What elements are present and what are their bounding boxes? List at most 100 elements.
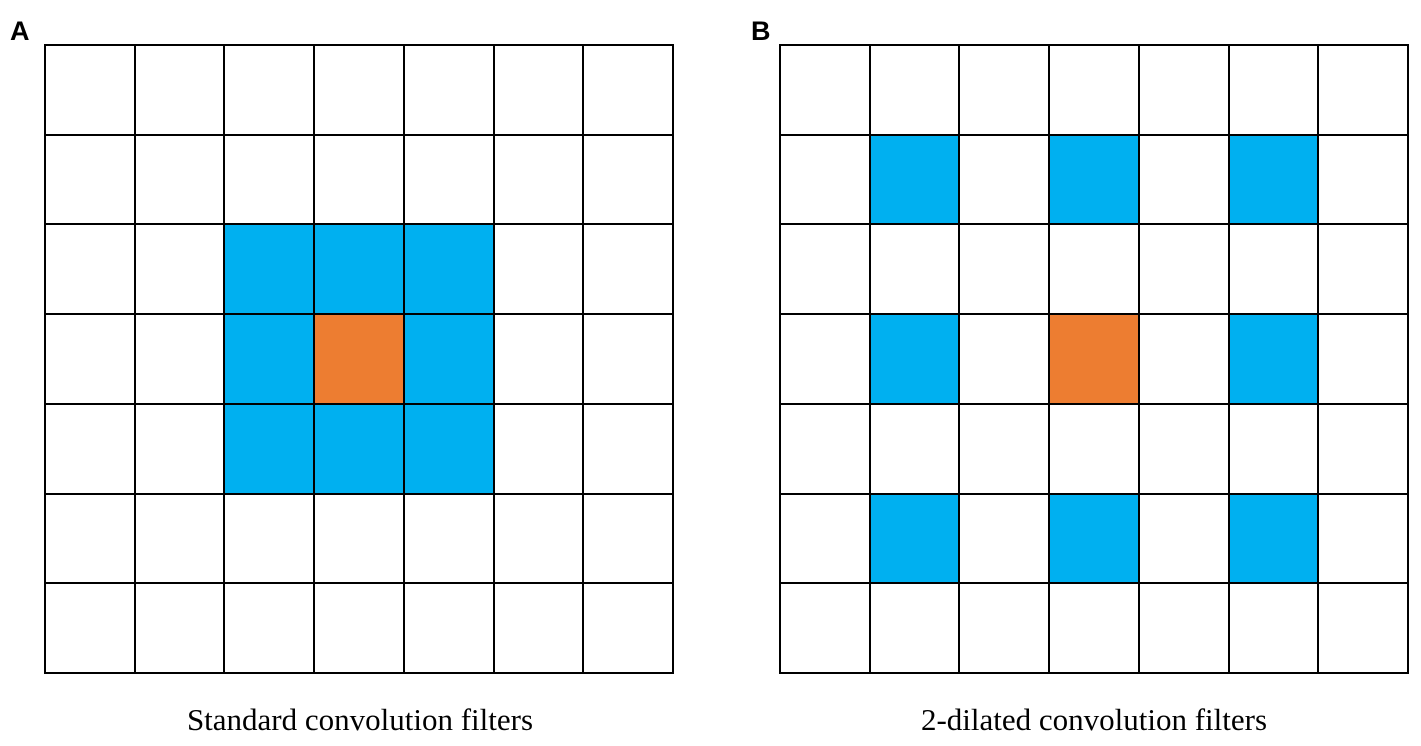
grid-cell — [584, 225, 674, 316]
grid-cell — [404, 584, 495, 674]
grid-cell — [494, 46, 585, 136]
kernel-cell — [1050, 494, 1140, 585]
grid-cell — [404, 494, 495, 585]
grid-cell — [46, 225, 136, 316]
grid-cell — [870, 584, 961, 674]
grid-cell — [46, 46, 136, 136]
grid-cell — [315, 494, 405, 585]
kernel-cell — [315, 404, 405, 495]
grid-cell — [1050, 46, 1140, 136]
grid-cell — [404, 46, 495, 136]
grid-cell — [135, 46, 226, 136]
grid-cell — [960, 494, 1051, 585]
grid-cell — [135, 404, 226, 495]
grid-cell — [1050, 404, 1140, 495]
grid-cell — [1229, 225, 1320, 316]
grid-cell — [781, 46, 871, 136]
standard-convolution-grid — [44, 44, 674, 674]
grid-cell — [1229, 404, 1320, 495]
grid-cell — [135, 494, 226, 585]
grid-cell — [781, 584, 871, 674]
grid-cell — [135, 315, 226, 405]
grid-cell — [1139, 315, 1230, 405]
kernel-cell — [1229, 135, 1320, 226]
panel-a: A Standard convolution filters — [0, 0, 700, 746]
grid-cell — [315, 135, 405, 226]
grid-cell — [1050, 225, 1140, 316]
panel-label-a: A — [10, 16, 30, 46]
grid-cell — [960, 404, 1051, 495]
kernel-cell — [870, 135, 961, 226]
grid-cell — [1229, 584, 1320, 674]
kernel-cell — [1050, 135, 1140, 226]
kernel-cell — [870, 494, 961, 585]
grid-cell — [1319, 225, 1409, 316]
grid-cell — [225, 584, 316, 674]
grid-cell — [135, 135, 226, 226]
grid-cell — [584, 494, 674, 585]
grid-cell — [225, 494, 316, 585]
grid-cell — [1319, 494, 1409, 585]
kernel-cell — [1229, 315, 1320, 405]
grid-cell — [781, 315, 871, 405]
kernel-cell — [404, 225, 495, 316]
grid-cell — [960, 315, 1051, 405]
grid-cell — [1319, 315, 1409, 405]
grid-cell — [870, 404, 961, 495]
grid-cell — [315, 584, 405, 674]
grid-cell — [584, 135, 674, 226]
grid-cell — [1139, 404, 1230, 495]
grid-cell — [135, 584, 226, 674]
grid-cell — [46, 404, 136, 495]
grid-cell — [1139, 225, 1230, 316]
kernel-cell — [404, 315, 495, 405]
grid-cell — [960, 135, 1051, 226]
grid-cell — [1139, 584, 1230, 674]
kernel-cell — [315, 225, 405, 316]
grid-cell — [225, 46, 316, 136]
grid-cell — [494, 494, 585, 585]
grid-cell — [781, 225, 871, 316]
grid-cell — [46, 315, 136, 405]
kernel-cell — [225, 404, 316, 495]
grid-cell — [46, 135, 136, 226]
grid-cell — [1229, 46, 1320, 136]
grid-cell — [1139, 135, 1230, 226]
grid-cell — [1319, 404, 1409, 495]
grid-cell — [870, 225, 961, 316]
grid-cell — [1139, 46, 1230, 136]
grid-cell — [1319, 584, 1409, 674]
grid-cell — [781, 135, 871, 226]
grid-cell — [404, 135, 495, 226]
center-cell — [1050, 315, 1140, 405]
grid-cell — [494, 584, 585, 674]
kernel-cell — [870, 315, 961, 405]
grid-cell — [781, 404, 871, 495]
center-cell — [315, 315, 405, 405]
dilated-convolution-grid — [779, 44, 1409, 674]
grid-cell — [494, 404, 585, 495]
grid-cell — [584, 584, 674, 674]
grid-cell — [1139, 494, 1230, 585]
grid-cell — [584, 46, 674, 136]
kernel-cell — [1229, 494, 1320, 585]
grid-cell — [135, 225, 226, 316]
grid-cell — [870, 46, 961, 136]
caption-b: 2-dilated convolution filters — [920, 702, 1268, 737]
grid-cell — [960, 46, 1051, 136]
panel-label-b: B — [751, 16, 771, 46]
grid-cell — [584, 404, 674, 495]
grid-cell — [1319, 135, 1409, 226]
caption-a: Standard convolution filters — [186, 702, 534, 737]
grid-cell — [781, 494, 871, 585]
grid-cell — [494, 135, 585, 226]
grid-cell — [46, 494, 136, 585]
grid-cell — [46, 584, 136, 674]
grid-cell — [584, 315, 674, 405]
grid-cell — [960, 225, 1051, 316]
grid-cell — [315, 46, 405, 136]
grid-cell — [960, 584, 1051, 674]
grid-cell — [494, 225, 585, 316]
grid-cell — [1319, 46, 1409, 136]
grid-cell — [1050, 584, 1140, 674]
